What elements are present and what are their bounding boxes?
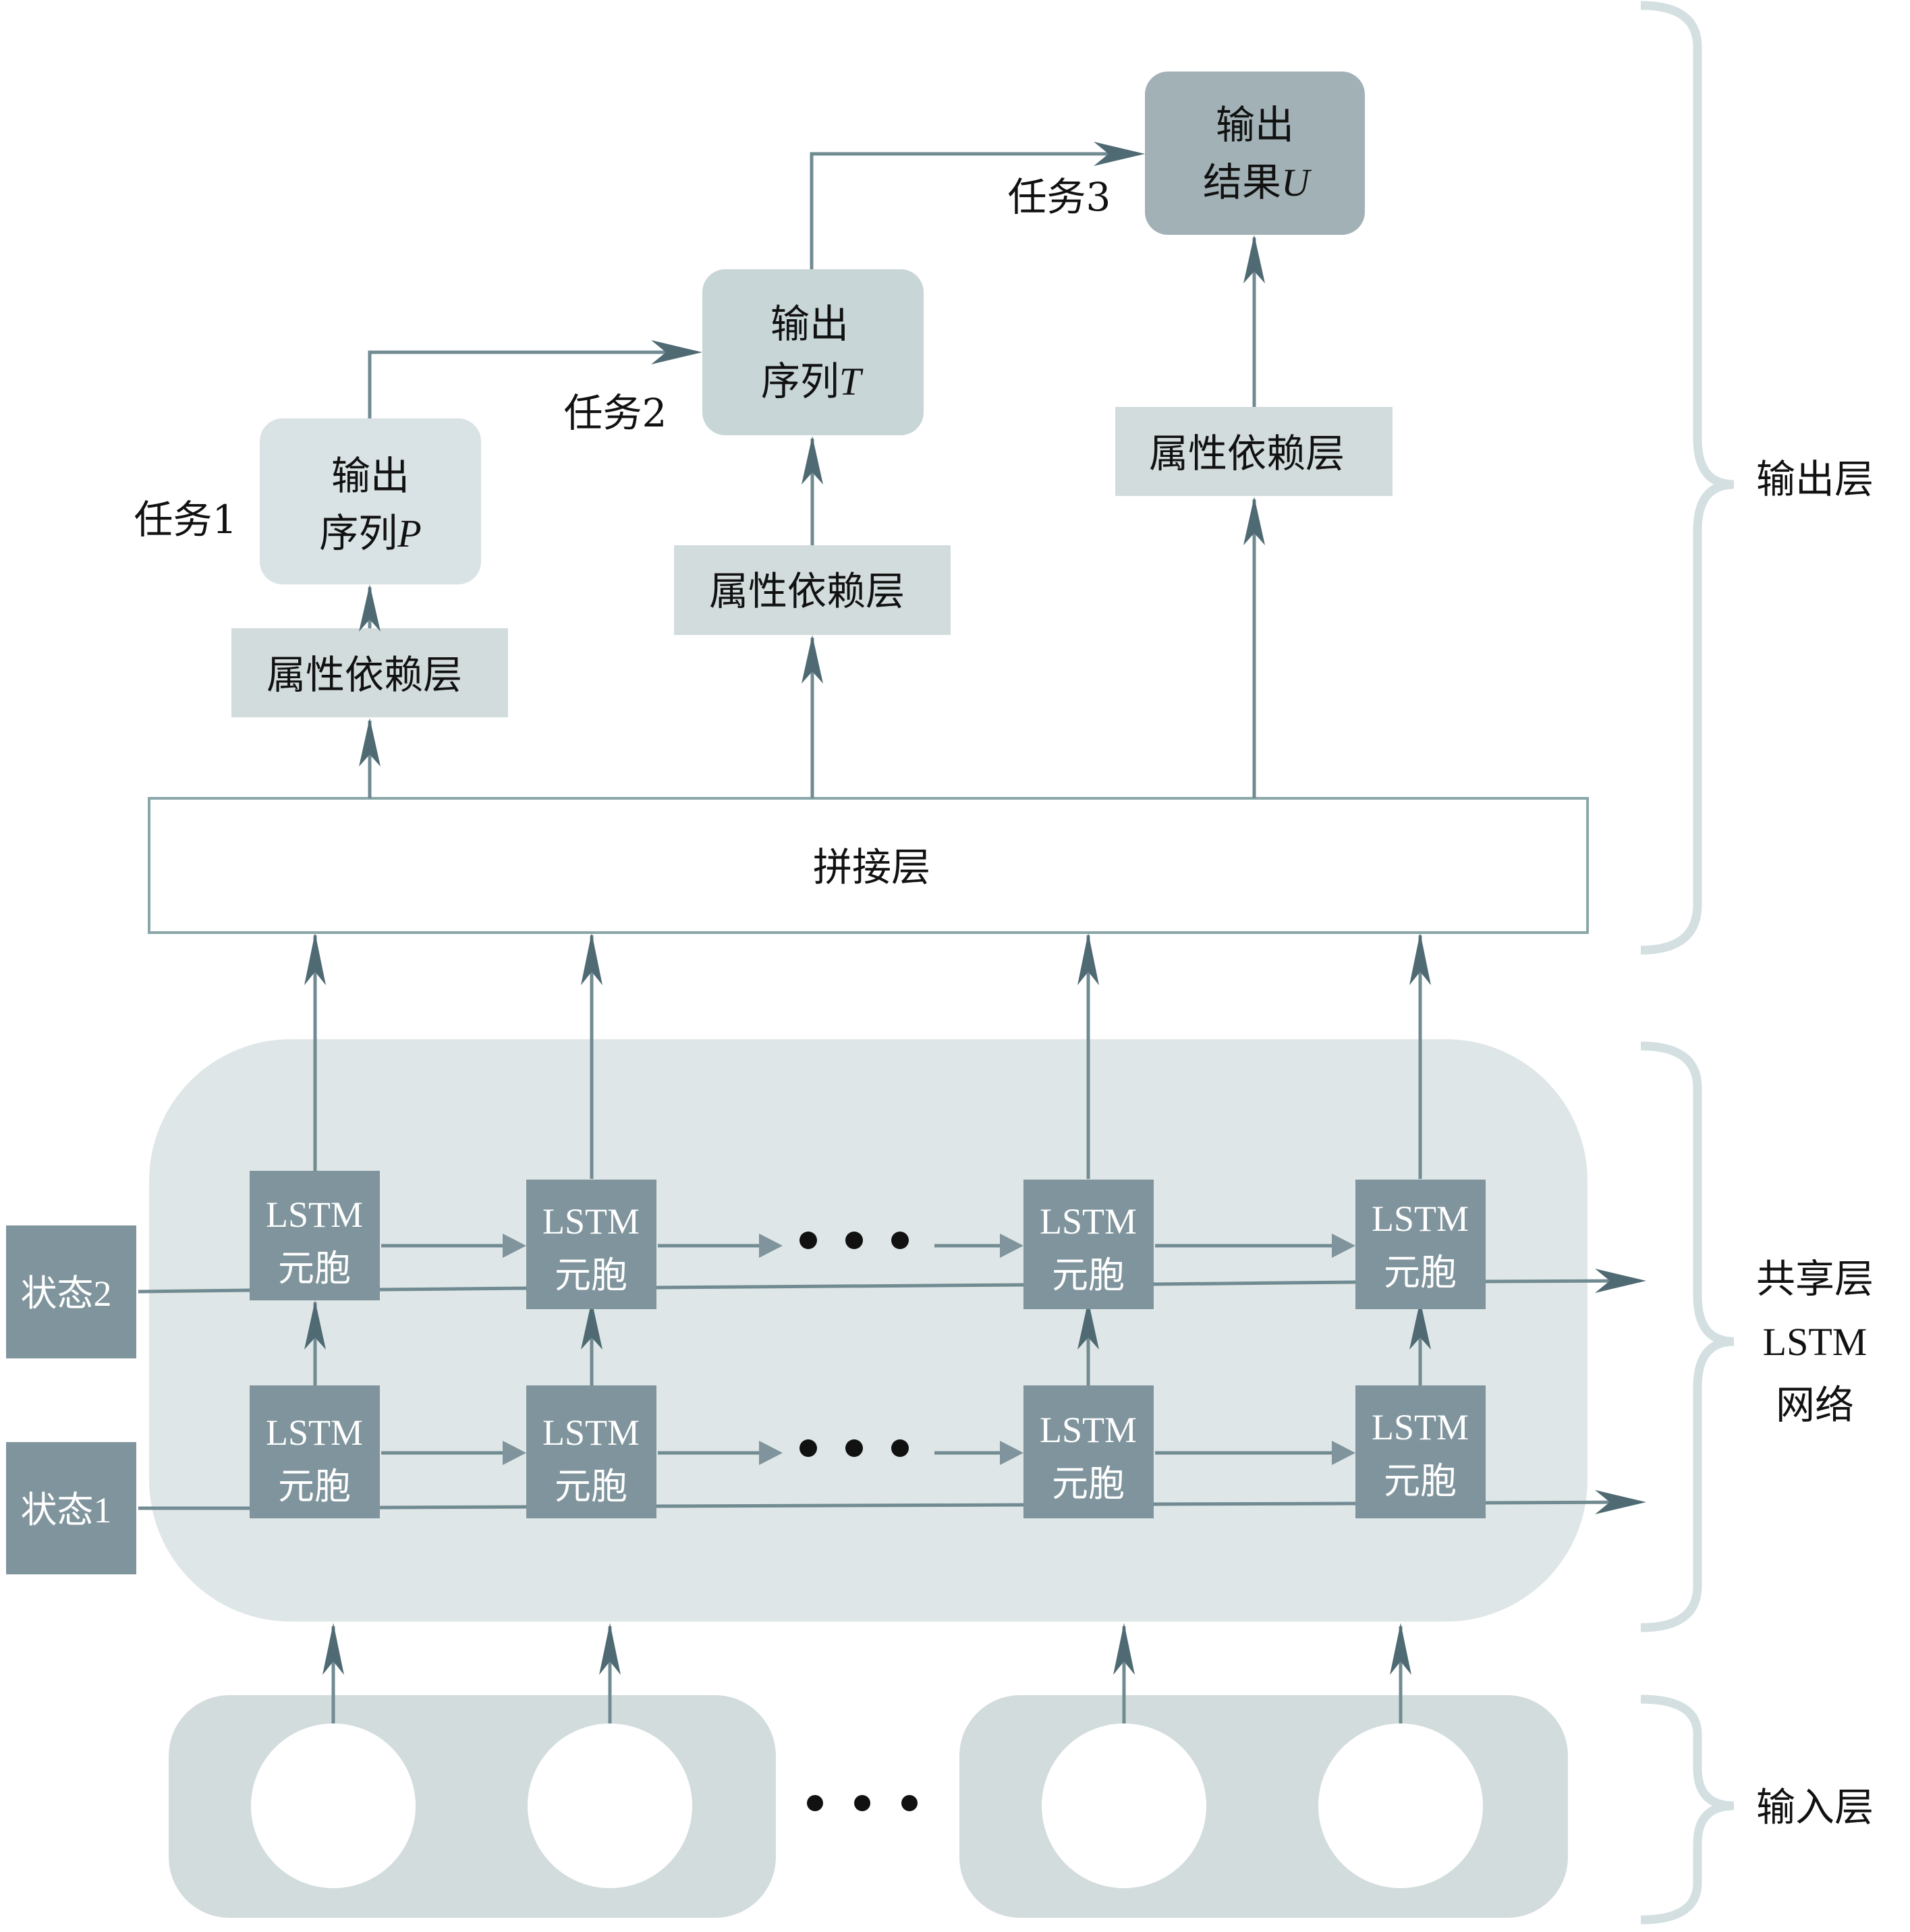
lstm-cell-sublabel: 元胞: [1052, 1464, 1125, 1504]
lstm-cell: LSTM 元胞: [526, 1385, 656, 1518]
lstm-cell-label: LSTM: [542, 1201, 640, 1242]
lstm-cell-sublabel: 元胞: [1384, 1252, 1457, 1293]
state-output-arrowheads: [1595, 1269, 1646, 1514]
shared-layer-label-line3: 网络: [1776, 1382, 1854, 1428]
output-box-p-line2: 序列P: [319, 510, 421, 556]
attr-layer-2-label: 属性依赖层: [709, 568, 905, 614]
lstm-cell-sublabel: 元胞: [278, 1248, 351, 1289]
attr-layer-3: 属性依赖层: [1115, 407, 1393, 496]
input-node: [528, 1723, 692, 1888]
concat-to-attr-arrows: [359, 497, 1265, 798]
concat-layer: 拼接层: [148, 797, 1589, 934]
input-layer-label: 输入层: [1756, 1784, 1874, 1830]
attr-layer-2: 属性依赖层: [674, 545, 951, 635]
shared-layer-background: [149, 1039, 1588, 1622]
output-box-t: 输出 序列T: [702, 269, 924, 435]
shared-layer-label-line1: 共享层: [1756, 1256, 1874, 1302]
state-1-label: 状态1: [21, 1490, 112, 1530]
lstm-cell-label: LSTM: [1040, 1201, 1137, 1242]
lstm-cell-sublabel: 元胞: [555, 1255, 627, 1296]
output-box-u-line1: 输出: [1216, 102, 1294, 148]
lstm-cell-sublabel: 元胞: [555, 1466, 627, 1507]
brace-output-layer: [1640, 1, 1735, 955]
lstm-cell-label: LSTM: [1372, 1198, 1469, 1239]
lstm-cell-sublabel: 元胞: [1384, 1461, 1457, 1501]
state-box-2: 状态2: [6, 1225, 136, 1358]
lstm-cell-sublabel: 元胞: [1052, 1255, 1125, 1296]
lstm-cell-label: LSTM: [266, 1412, 363, 1453]
output-box-u-line2: 结果U: [1203, 159, 1312, 205]
input-group-2: [959, 1695, 1568, 1918]
concat-layer-label: 拼接层: [813, 844, 930, 890]
input-node: [1318, 1723, 1483, 1888]
output-box-t-line1: 输出: [770, 301, 849, 347]
lstm-cell: LSTM 元胞: [1023, 1385, 1154, 1518]
output-box-u: 输出 结果U: [1145, 72, 1365, 235]
shared-ellipsis-top: [799, 1232, 909, 1249]
lstm-cell-label: LSTM: [266, 1194, 363, 1235]
state-lines: [138, 1279, 1633, 1510]
task-chain-arrowheads: [651, 142, 1145, 364]
lstm-cell: LSTM 元胞: [1355, 1180, 1486, 1309]
task-2-label: 任务2: [564, 390, 667, 436]
task-1-label: 任务1: [134, 497, 237, 543]
attr-layer-1-label: 属性依赖层: [266, 652, 462, 698]
task-chain-arrows: [368, 152, 1125, 418]
lstm-cell: LSTM 元胞: [250, 1385, 380, 1518]
input-arrows: [322, 1623, 1411, 1723]
lstm-cells: LSTM 元胞 LSTM 元胞 LSTM 元胞 LSTM 元胞 LSTM 元胞 …: [250, 1171, 1486, 1518]
output-box-t-line2: 序列T: [761, 358, 864, 404]
cell-to-concat-arrows: [304, 933, 1431, 1179]
state-2-label: 状态2: [21, 1273, 112, 1314]
shared-ellipsis-bottom: [799, 1439, 909, 1457]
cell-forward-arrows: [381, 1234, 1355, 1465]
lstm-cell-label: LSTM: [542, 1412, 640, 1453]
lstm-cell: LSTM 元胞: [1355, 1385, 1486, 1518]
input-group-1: [169, 1695, 776, 1918]
brace-input-layer: [1640, 1694, 1735, 1925]
input-ellipsis: [807, 1795, 918, 1811]
state-box-1: 状态1: [6, 1442, 136, 1574]
task-3-label: 任务3: [1008, 174, 1111, 220]
cell-up-arrows: [304, 1300, 1431, 1385]
attr-layer-1: 属性依赖层: [231, 628, 508, 717]
attr-layer-3-label: 属性依赖层: [1149, 431, 1345, 476]
lstm-cell: LSTM 元胞: [526, 1180, 656, 1309]
attr-to-output-arrows: [359, 235, 1265, 632]
lstm-cell-label: LSTM: [1372, 1407, 1469, 1447]
output-box-p-line1: 输出: [331, 453, 410, 499]
output-layer-label: 输出层: [1756, 456, 1874, 502]
brace-shared-layer: [1640, 1041, 1735, 1632]
lstm-cell-label: LSTM: [1040, 1410, 1137, 1450]
input-node: [251, 1723, 416, 1888]
output-box-p: 输出 序列P: [260, 418, 481, 584]
shared-layer-label-line2: LSTM: [1763, 1320, 1867, 1364]
lstm-cell-sublabel: 元胞: [278, 1466, 351, 1507]
lstm-cell: LSTM 元胞: [250, 1171, 380, 1300]
input-node: [1042, 1723, 1206, 1888]
lstm-cell: LSTM 元胞: [1023, 1180, 1154, 1309]
